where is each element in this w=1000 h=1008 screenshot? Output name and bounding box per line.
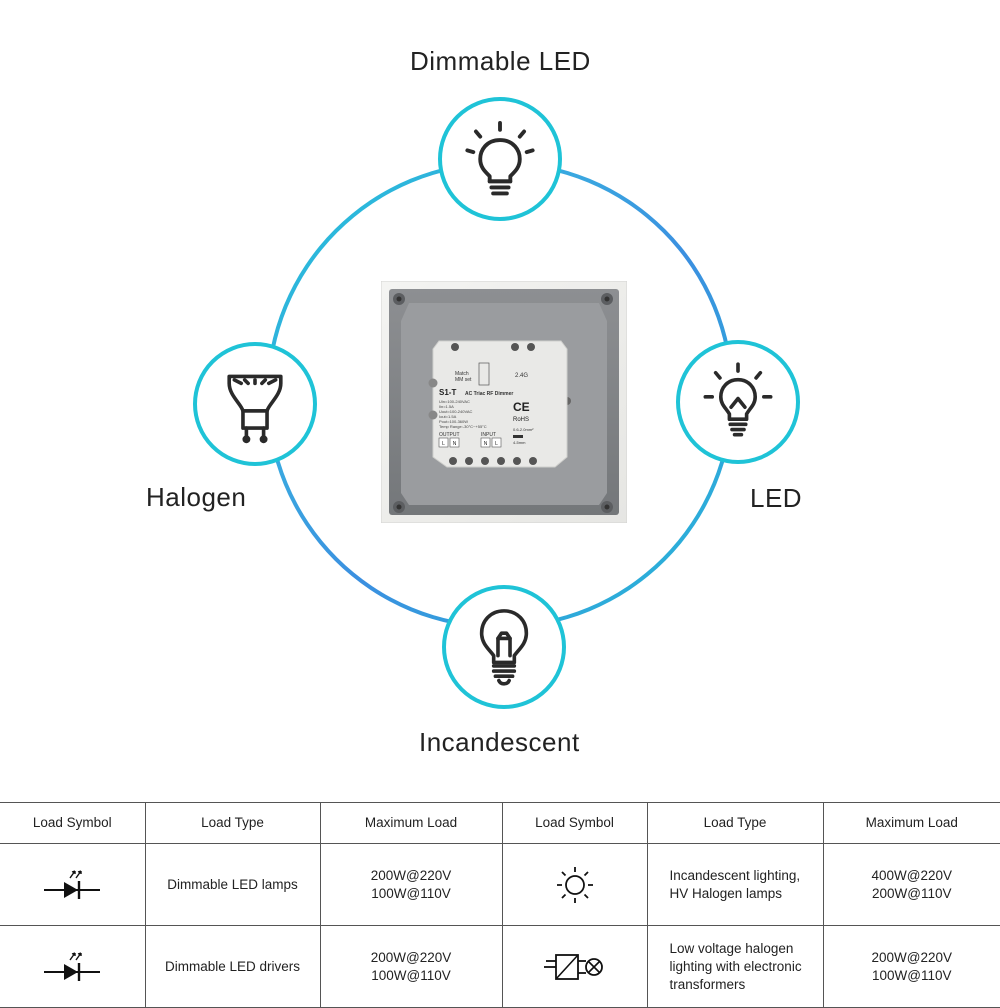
electronic-transformer-lamp-icon xyxy=(543,953,603,980)
bulb-led-icon xyxy=(465,120,535,196)
svg-text:N: N xyxy=(484,441,488,447)
rf-dimmer-device: Match MM set 2.4G S1-T AC Triac RF Dimme… xyxy=(381,281,627,523)
header-maximum-load: Maximum Load xyxy=(319,802,503,844)
svg-text:Uout=100-240VAC: Uout=100-240VAC xyxy=(439,409,473,414)
svg-text:S1-T: S1-T xyxy=(439,388,456,397)
led-bulb-icon xyxy=(703,362,773,437)
svg-text:MM set: MM set xyxy=(455,377,472,383)
incandescent-lamp-symbol-icon xyxy=(556,866,593,903)
node-halogen xyxy=(193,342,317,466)
svg-text:4-5mm: 4-5mm xyxy=(513,440,526,445)
load-table: Load Symbol Load Type Maximum Load Load … xyxy=(0,802,1000,1008)
svg-text:L: L xyxy=(442,441,445,447)
led-diode-icon xyxy=(44,951,101,981)
cell-max-load: 200W@220V 100W@110V xyxy=(319,925,503,1008)
svg-text:L: L xyxy=(495,441,498,447)
cell-max-load: 200W@220V 100W@110V xyxy=(319,843,503,926)
svg-text:N: N xyxy=(453,441,457,447)
load-type-diagram: Dimmable LED Halogen LED Inca xyxy=(146,46,803,757)
cell-symbol-2 xyxy=(501,925,648,1008)
header-maximum-load-2: Maximum Load xyxy=(822,802,1000,844)
label-halogen: Halogen xyxy=(146,482,247,512)
header-load-type: Load Type xyxy=(144,802,321,844)
cell-symbol xyxy=(0,925,146,1008)
svg-text:Pout=100-360W: Pout=100-360W xyxy=(439,419,468,424)
cell-load-type-2: Low voltage halogen lighting with electr… xyxy=(646,925,824,1008)
incandescent-bulb-icon xyxy=(479,609,529,686)
cell-max-load-2: 200W@220V 100W@110V xyxy=(822,925,1000,1008)
cell-load-type-2: Incandescent lighting, HV Halogen lamps xyxy=(646,843,824,926)
cell-symbol-2 xyxy=(501,843,648,926)
table-row: Dimmable LED drivers 200W@220V 100W@110V… xyxy=(0,925,1000,1008)
cell-load-type: Dimmable LED lamps xyxy=(144,843,321,926)
header-load-type-2: Load Type xyxy=(646,802,824,844)
header-load-symbol: Load Symbol xyxy=(0,802,146,844)
svg-text:INPUT: INPUT xyxy=(481,432,496,438)
svg-text:Match: Match xyxy=(455,371,469,377)
svg-text:Iin=1.5A: Iin=1.5A xyxy=(439,404,454,409)
label-led: LED xyxy=(750,483,803,513)
svg-text:Temp Range:-30°C~+55°C: Temp Range:-30°C~+55°C xyxy=(439,424,487,429)
svg-text:0.6-2.0mm²: 0.6-2.0mm² xyxy=(513,427,534,432)
node-led xyxy=(676,340,800,464)
svg-text:OUTPUT: OUTPUT xyxy=(439,432,460,438)
svg-text:Iout=1.5A: Iout=1.5A xyxy=(439,414,457,419)
halogen-spot-icon xyxy=(227,374,283,444)
node-dimmable-led xyxy=(438,97,562,221)
led-diode-icon xyxy=(44,869,101,899)
table-header-row: Load Symbol Load Type Maximum Load Load … xyxy=(0,802,1000,844)
cell-max-load-2: 400W@220V 200W@110V xyxy=(822,843,1000,926)
header-load-symbol-2: Load Symbol xyxy=(501,802,648,844)
svg-text:CE: CE xyxy=(513,400,530,414)
svg-text:RoHS: RoHS xyxy=(513,417,529,423)
node-incandescent xyxy=(442,585,566,709)
table-row: Dimmable LED lamps 200W@220V 100W@110V I… xyxy=(0,843,1000,926)
svg-text:2.4G: 2.4G xyxy=(515,373,528,379)
label-incandescent: Incandescent xyxy=(419,727,580,757)
cell-load-type: Dimmable LED drivers xyxy=(144,925,321,1008)
svg-text:Uin=100-240VAC: Uin=100-240VAC xyxy=(439,399,470,404)
cell-symbol xyxy=(0,843,146,926)
label-dimmable-led: Dimmable LED xyxy=(410,46,591,76)
svg-text:AC Triac RF Dimmer: AC Triac RF Dimmer xyxy=(465,391,513,397)
